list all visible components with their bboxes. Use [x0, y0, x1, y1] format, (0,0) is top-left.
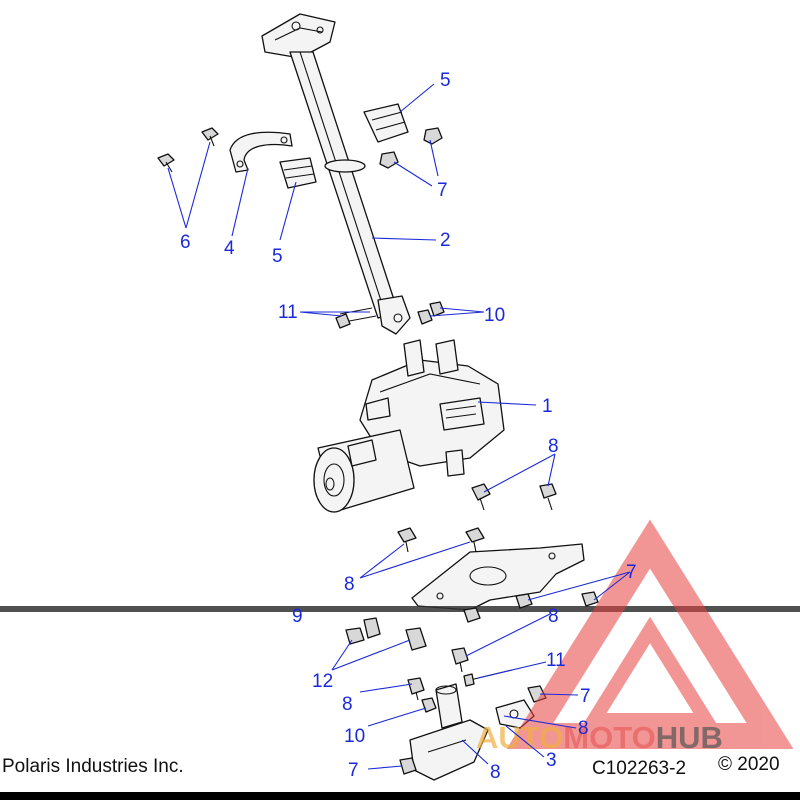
bolt-6a — [157, 153, 175, 173]
callout-11-upper: 11 — [278, 302, 298, 323]
bottom-bar — [0, 792, 800, 800]
mounting-plate — [411, 543, 585, 611]
bushing-upper — [363, 103, 409, 143]
callout-7-plate: 7 — [626, 562, 637, 583]
flange-nuts-12 — [345, 617, 427, 651]
callout-9: 9 — [292, 606, 303, 627]
callout-12: 12 — [312, 671, 333, 692]
watermark-word-hub: HUB — [656, 720, 723, 755]
steering-gear-assembly — [313, 339, 505, 513]
callout-8-lower-right: 8 — [548, 606, 559, 627]
nuts-10-upper — [417, 301, 445, 325]
bolt-6b — [201, 127, 219, 147]
nut-7d — [399, 757, 417, 775]
callout-6: 6 — [180, 232, 191, 253]
callout-8-yoke: 8 — [578, 718, 589, 739]
callout-1: 1 — [542, 396, 553, 417]
callout-4: 4 — [224, 238, 235, 259]
bolt-8c — [397, 527, 417, 553]
steering-column-tube — [261, 13, 411, 335]
bolt-8f — [407, 677, 425, 701]
callout-10-lower: 10 — [344, 726, 365, 747]
callout-10-upper: 10 — [484, 305, 505, 326]
callout-7-bottom: 7 — [348, 760, 359, 781]
column-clamp — [229, 131, 293, 173]
callout-7-yoke: 7 — [580, 686, 591, 707]
bolt-8d — [465, 527, 485, 553]
callout-8-plate: 8 — [344, 574, 355, 595]
watermark-word-moto: MOTO — [563, 720, 655, 755]
leader-lines — [167, 83, 631, 770]
bushing-lower — [279, 157, 317, 189]
bolt-8a — [471, 483, 491, 511]
callout-5-lower: 5 — [272, 246, 283, 267]
watermark — [506, 519, 794, 749]
callout-11-lower: 11 — [546, 650, 566, 671]
callout-2: 2 — [440, 230, 451, 251]
callout-8-gear: 8 — [548, 436, 559, 457]
nut-10-lower — [421, 697, 437, 713]
publisher-credit: Polaris Industries Inc. — [2, 756, 184, 777]
callouts: 1 2 3 4 5 5 6 7 7 7 7 8 8 8 8 8 8 9 10 1… — [180, 70, 637, 783]
nuts-7-lower — [463, 591, 599, 623]
nut-7a — [423, 127, 443, 145]
callout-3: 3 — [546, 750, 557, 771]
bolt-8b — [539, 483, 557, 511]
copyright-notice: © 2020 — [718, 754, 780, 775]
callout-5-upper: 5 — [440, 70, 451, 91]
callout-8-bottom: 8 — [490, 762, 501, 783]
callout-7-upper: 7 — [437, 180, 448, 201]
watermark-text: AUTOMOTOHUB — [476, 720, 723, 755]
bolt-8e — [451, 647, 469, 673]
bolts-11-upper — [335, 307, 377, 329]
diagram-code: C102263-2 — [592, 758, 686, 779]
nut-7b — [379, 151, 399, 169]
callout-8-lower-left: 8 — [342, 694, 353, 715]
